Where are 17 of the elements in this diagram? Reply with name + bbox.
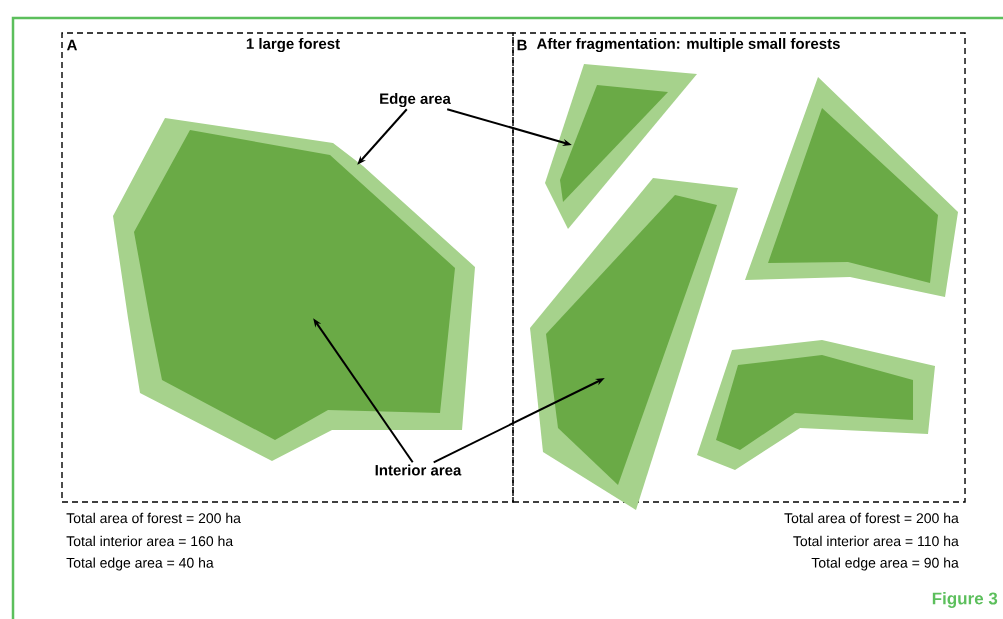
total-note: Total area of forest = 200 ha — [784, 512, 959, 524]
area-label: Edge area — [380, 92, 451, 107]
panel-title: 1 large forest — [246, 37, 340, 52]
area-label: Interior area — [375, 464, 462, 476]
forest-interior — [716, 355, 913, 450]
forest-interior — [768, 108, 938, 283]
panel-letter: B — [517, 39, 527, 51]
forest-interior — [560, 85, 668, 202]
forest-interior — [134, 130, 455, 440]
total-note: Total edge area = 90 ha — [811, 557, 959, 571]
panel-title: After fragmentation: multiple small forests — [536, 37, 840, 52]
total-note: Total area of forest = 200 ha — [66, 512, 241, 524]
total-note: Total interior area = 160 ha — [66, 535, 234, 547]
figure-caption: Figure 3 — [932, 592, 998, 608]
panel-letter: A — [66, 39, 77, 51]
total-note: Total edge area = 40 ha — [66, 557, 214, 571]
total-note: Total interior area = 110 ha — [793, 535, 959, 547]
